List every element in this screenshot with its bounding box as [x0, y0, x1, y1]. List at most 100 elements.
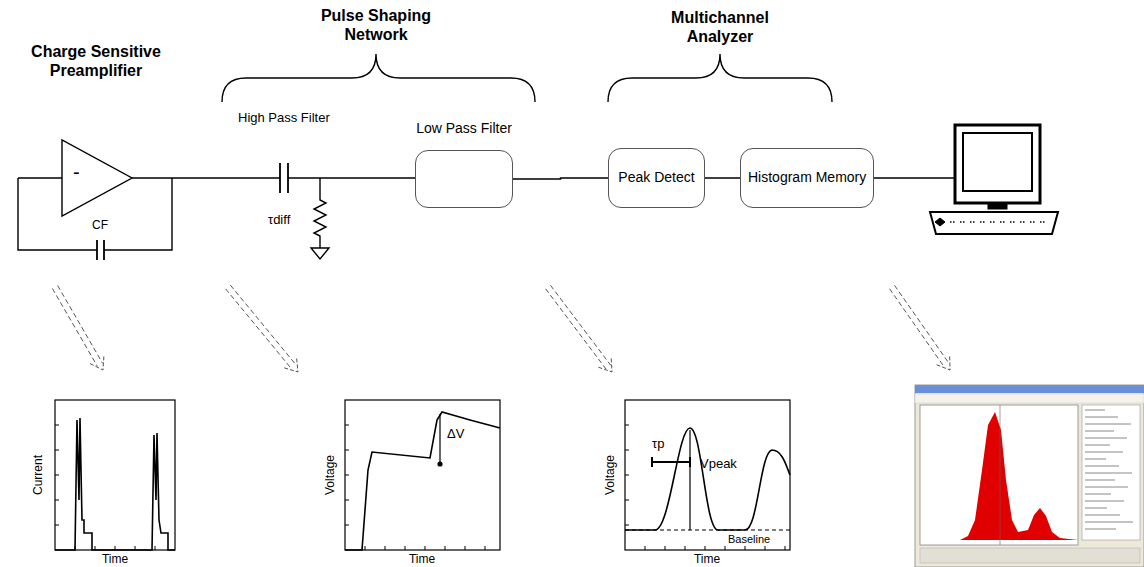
computer-icon — [930, 125, 1058, 234]
leader-arrowhead — [598, 358, 612, 372]
panel-text-line — [1085, 438, 1127, 439]
panel-text-line — [1085, 529, 1116, 530]
leader-line — [58, 285, 103, 363]
axis-tick — [625, 500, 629, 501]
cursor-line — [1000, 405, 1001, 545]
panel-text-line — [1085, 501, 1124, 502]
current-trace — [55, 418, 175, 550]
leader-arrowhead — [284, 358, 298, 372]
ground-symbol — [311, 248, 329, 259]
panel-text-line — [1085, 508, 1107, 509]
axis-tick — [345, 475, 349, 476]
component-label: τdiff — [268, 212, 290, 228]
brace — [608, 54, 832, 102]
monitor-stand — [988, 203, 1007, 209]
axis-tick — [465, 546, 466, 550]
leader-arrows — [52, 285, 950, 372]
panel-text-line — [1085, 522, 1133, 523]
delta-v-dot — [438, 462, 442, 466]
axis-tick — [345, 525, 349, 526]
axis-tick — [345, 500, 349, 501]
axis-tick — [405, 546, 406, 550]
keyboard — [930, 212, 1058, 234]
key-row — [960, 221, 966, 223]
leader-arrowhead — [90, 356, 104, 370]
axis-tick — [625, 450, 629, 451]
axis-tick — [745, 546, 746, 550]
leader-line — [230, 285, 296, 365]
axis-tick — [445, 546, 446, 550]
panel-text-line — [1085, 515, 1120, 516]
tau-bracket — [652, 457, 690, 467]
plot-frame — [345, 400, 500, 550]
panel-text-line — [1085, 480, 1115, 481]
leader-line — [546, 289, 606, 369]
axis-tick — [485, 546, 486, 550]
axis-label: Time — [409, 552, 435, 566]
axis-label: Voltage — [323, 455, 337, 495]
axis-tick — [625, 425, 629, 426]
signal-wire — [513, 178, 608, 179]
axis-tick — [625, 525, 629, 526]
axis-ticks — [55, 425, 785, 550]
window — [915, 385, 1144, 567]
panel-lines — [1085, 410, 1133, 529]
panel-text-line — [1085, 424, 1131, 425]
box-label: Histogram Memory — [748, 169, 866, 187]
axis-tick — [135, 546, 136, 550]
section-title: Charge Sensitive Preamplifier — [11, 42, 181, 80]
info-panel — [1082, 405, 1140, 540]
key-row — [980, 221, 986, 223]
key-row — [950, 221, 956, 223]
axis-label: Time — [102, 552, 128, 566]
signal-label: Baseline — [728, 533, 770, 546]
axis-tick — [625, 475, 629, 476]
key-row — [1000, 221, 1006, 223]
axis-tick — [115, 546, 116, 550]
section-title: Pulse Shaping Network — [306, 6, 446, 44]
key-row — [990, 221, 996, 223]
leader-line — [226, 289, 292, 369]
keyboard-keys — [950, 222, 1046, 223]
panel-text-line — [1085, 452, 1123, 453]
panel-text-line — [1085, 417, 1118, 418]
shaped-pulse — [625, 428, 790, 530]
wire — [18, 177, 62, 178]
axis-tick — [345, 425, 349, 426]
axis-tick — [725, 546, 726, 550]
axis-tick — [365, 546, 366, 550]
brace — [222, 54, 535, 102]
axis-label: Time — [694, 552, 720, 566]
keyboard-key — [935, 218, 945, 226]
capacitor-symbol — [280, 163, 288, 193]
resistor-symbol — [314, 178, 326, 248]
toolbar — [915, 394, 1144, 403]
signal-wire — [705, 177, 740, 178]
panel-text-line — [1085, 431, 1114, 432]
monitor — [955, 125, 1040, 203]
filter-box: Low Pass Filter — [415, 150, 513, 208]
axis-label: Current — [31, 455, 45, 495]
axis-tick — [55, 525, 59, 526]
leader-line — [52, 289, 97, 367]
key-row — [970, 221, 976, 223]
key-row — [1030, 221, 1036, 223]
axis-tick — [55, 425, 59, 426]
wire — [288, 177, 415, 178]
axis-tick — [645, 546, 646, 550]
section-title: Multichannel Analyzer — [650, 8, 790, 46]
component-label: CF — [92, 218, 108, 232]
signal-label: ΔV — [447, 426, 464, 442]
key-row — [1020, 221, 1026, 223]
key-row — [1040, 221, 1046, 223]
panel-text-line — [1085, 487, 1128, 488]
status-panel — [920, 548, 1140, 563]
spectrum-peaks — [920, 412, 1078, 540]
axis-tick — [55, 450, 59, 451]
delta-v-line — [439, 414, 440, 464]
plot-frame — [55, 400, 175, 550]
mca-software-screenshot — [915, 385, 1144, 567]
title-bar — [915, 385, 1144, 393]
axis-tick — [55, 475, 59, 476]
screen — [963, 133, 1032, 191]
